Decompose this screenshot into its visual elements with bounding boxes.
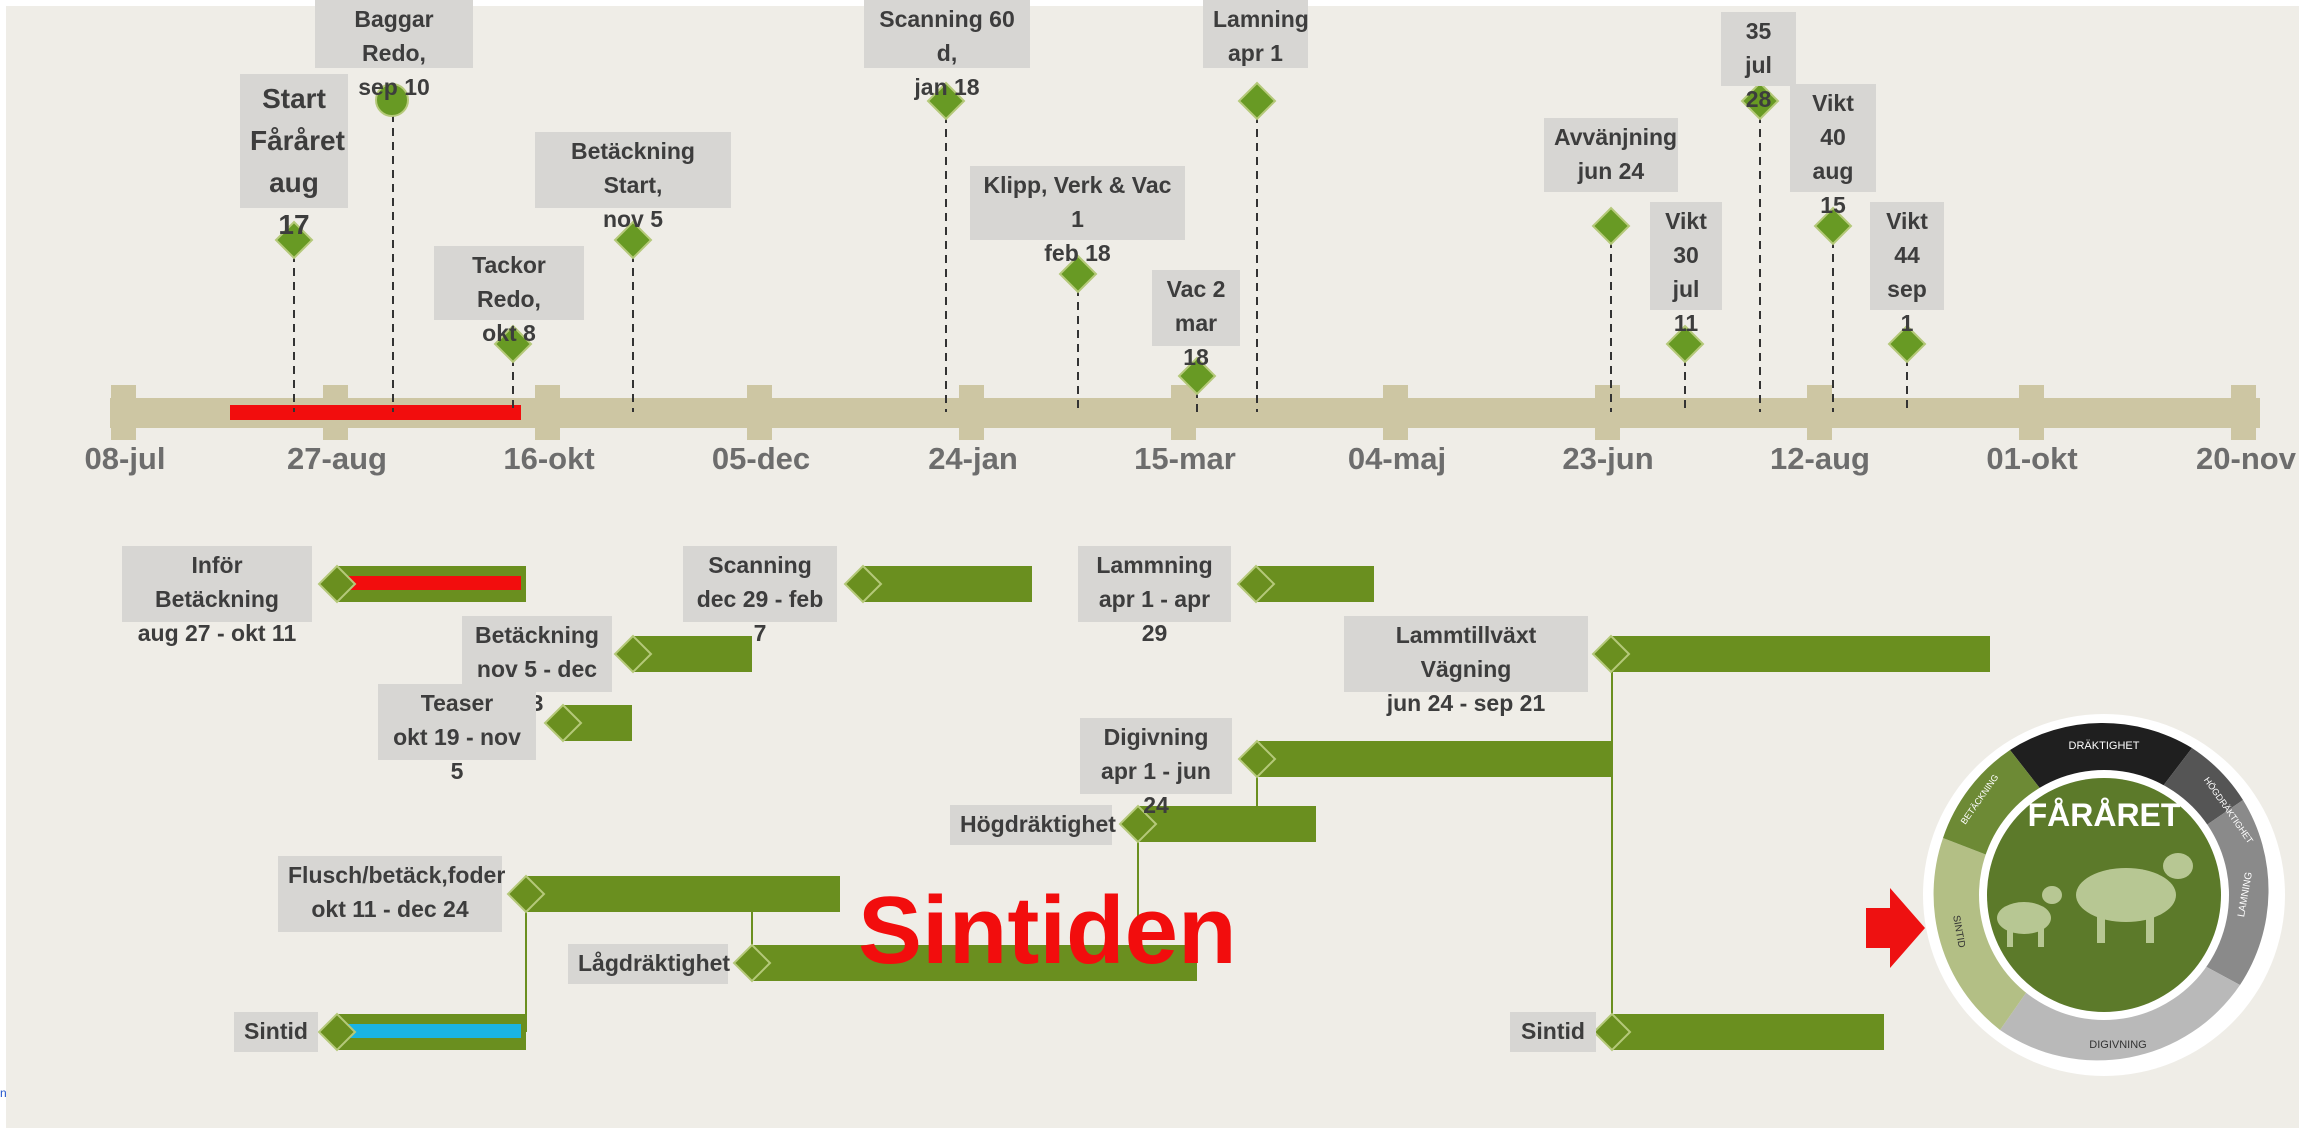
red-arrow-icon (1866, 888, 1925, 968)
axis-tick (2231, 385, 2256, 440)
axis-tick (535, 385, 560, 440)
milestone-diamond (613, 220, 653, 260)
task-diamond (317, 564, 357, 604)
milestone-diamond (1813, 206, 1853, 246)
milestone-diamond (1665, 324, 1705, 364)
task-diamond (1236, 564, 1276, 604)
axis-tick (747, 385, 772, 440)
task-label-lammtillvaxt: Lammtillväxt Vägning jun 24 - sep 21 (1344, 616, 1588, 716)
axis-tick-label: 24-jan (928, 441, 1018, 476)
axis-tick (111, 385, 136, 440)
sheep-icon (1997, 853, 2193, 947)
axis-red-highlight (230, 405, 521, 420)
task-bar-cyan-highlight (340, 1024, 521, 1038)
task-diamond (1118, 804, 1158, 844)
task-bar (1257, 741, 1612, 777)
wheel-segment-sintid (1933, 838, 2035, 1030)
task-label-sintid-left: Sintid (234, 1012, 318, 1052)
task-label-sintid-right: Sintid (1510, 1012, 1596, 1052)
wheel-label-digivning: DIGIVNING (2089, 1039, 2146, 1051)
faraet-wheel: FÅRÅRET DRÄKTIGHET HÖGDRÄKTIGHET LAMNING… (1866, 714, 2285, 1076)
task-diamond (732, 943, 772, 983)
task-label-teaser: Teaser okt 19 - nov 5 (378, 684, 536, 784)
task-diamond (843, 564, 883, 604)
axis-tick (2019, 385, 2044, 440)
milestone-diamond (1177, 356, 1217, 396)
axis-tick-label: 01-okt (1986, 441, 2078, 476)
task-label-digivning: Digivning apr 1 - jun 24 (1080, 718, 1232, 818)
task-diamond (613, 634, 653, 674)
milestone-label-tackor: Tackor Redo, okt 8 (434, 246, 584, 346)
milestone-stems (293, 100, 1908, 412)
axis-tick-label: 04-maj (1347, 441, 1447, 476)
milestone-diamond (274, 220, 314, 260)
milestone-label-klipp: Klipp, Verk & Vac 1 feb 18 (970, 166, 1185, 266)
milestone-label-baggar: Baggar Redo, sep 10 (315, 0, 473, 100)
task-label-hogdraktighet: Högdräktighet (950, 805, 1116, 845)
milestone-label-avvanjning: Avvänjning jun 24 (1544, 118, 1678, 192)
axis-tick (1171, 385, 1196, 440)
milestone-label-vikt30: Vikt 30 jul 11 (1650, 202, 1722, 336)
task-diamond (506, 874, 546, 914)
task-bar (1256, 566, 1374, 602)
task-label-flusch: Flusch/betäck,foder okt 11 - dec 24 (278, 856, 505, 932)
task-diamond (1237, 739, 1277, 779)
sintiden-overlay-text: Sintiden (858, 877, 1237, 984)
milestone-label-betstart: Betäckning Start, nov 5 (535, 132, 731, 232)
task-bars (317, 564, 1990, 1052)
task-label-lagdraktighet: Lågdräktighet (568, 944, 730, 984)
task-label-scanning: Scanning dec 29 - feb 7 (683, 546, 837, 646)
milestone-label-vikt44: Vikt 44 sep 1 (1870, 202, 1944, 336)
milestone-label-lamning: Lamning apr 1 (1203, 0, 1309, 68)
task-bar (863, 566, 1032, 602)
milestone-diamond (493, 324, 533, 364)
axis-tick-label: 20-nov (2196, 441, 2296, 476)
milestone-diamond (1740, 81, 1780, 121)
axis-tick-label: 16-okt (503, 441, 595, 476)
task-label-betackning: Betäckning nov 5 - dec 3 (462, 616, 612, 716)
milestone-label-vac2: Vac 2 mar 18 (1152, 270, 1240, 370)
task-bar (633, 636, 752, 672)
timeline-axis (110, 385, 2260, 440)
milestone-diamond (1237, 81, 1277, 121)
milestone-diamond (926, 81, 966, 121)
task-bar (1611, 636, 1990, 672)
axis-tick-label: 15-mar (1134, 441, 1236, 476)
axis-tick-label: 23-jun (1562, 441, 1654, 476)
task-bar (752, 945, 1197, 981)
axis-tick (1383, 385, 1408, 440)
task-bar-red-highlight (340, 576, 521, 590)
task-label-lammning: Lammning apr 1 - apr 29 (1078, 546, 1231, 646)
milestone-diamond (1887, 324, 1927, 364)
milestone-label-scanning60: Scanning 60 d, jan 18 (864, 0, 1030, 100)
milestone-label-vikt35: 35 jul 28 (1721, 12, 1796, 112)
axis-tick-label: 12-aug (1770, 441, 1870, 476)
axis-tick-label: 27-aug (287, 441, 387, 476)
axis-tick (1595, 385, 1620, 440)
task-diamond (1592, 1012, 1632, 1052)
task-bar (526, 876, 840, 912)
wheel-label-draktighet: DRÄKTIGHET (2069, 740, 2140, 752)
task-bar (1138, 806, 1316, 842)
task-bar (1612, 1014, 1884, 1050)
wheel-segment-betackning (1943, 750, 2053, 860)
milestone-diamond (1058, 254, 1098, 294)
edge-mark-text: n (0, 1086, 7, 1100)
axis-tick (1807, 385, 1832, 440)
axis-tick-label: 08-jul (84, 441, 166, 476)
milestone-diamond (1591, 206, 1631, 246)
axis-tick-label: 05-dec (711, 441, 811, 476)
milestone-markers (274, 81, 1927, 396)
milestone-label-start: Start Fåråret aug 17 (240, 74, 348, 240)
milestone-circle (375, 83, 409, 117)
task-label-infor: Inför Betäckning aug 27 - okt 11 (122, 546, 312, 646)
axis-tick (959, 385, 984, 440)
task-diamond (317, 1012, 357, 1052)
task-diamond (543, 703, 583, 743)
task-diamond (1591, 634, 1631, 674)
wheel-title: FÅRÅRET (2028, 797, 2181, 833)
milestone-label-vikt40: Vikt 40 aug 15 (1790, 84, 1876, 218)
